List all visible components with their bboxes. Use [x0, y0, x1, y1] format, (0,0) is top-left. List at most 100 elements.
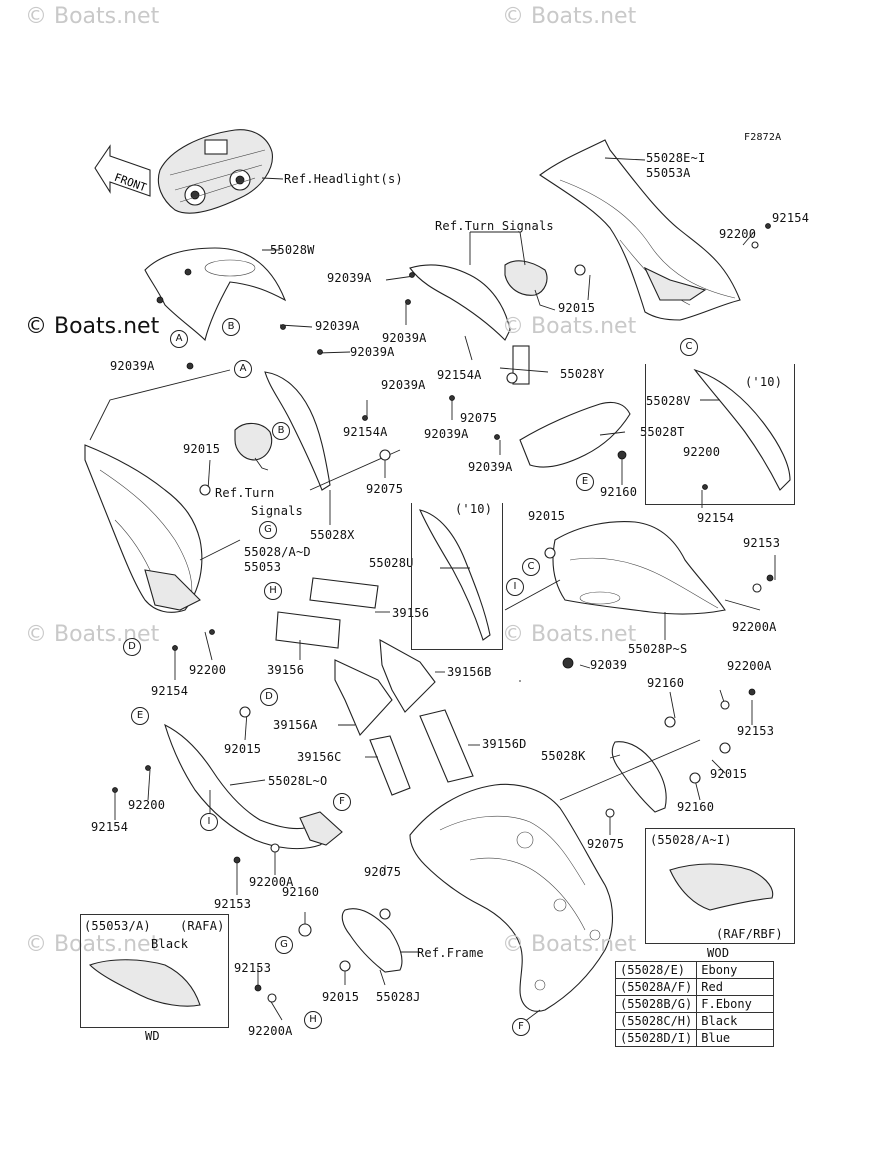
callout: 55028K: [541, 749, 586, 763]
leader-lines: [89, 157, 776, 1026]
callout: 55028T: [640, 425, 685, 439]
callout: 92039A: [350, 345, 395, 359]
callout: 92160: [600, 485, 638, 499]
callout: 55053: [244, 560, 282, 574]
callout: WOD: [707, 946, 730, 960]
ref-circle: A: [170, 330, 188, 348]
ref-circle: G: [259, 521, 277, 539]
callout: 92039A: [315, 319, 360, 333]
legend-code: (55028C/H): [614, 1012, 698, 1030]
legend-color: Ebony: [696, 961, 775, 979]
table-row: (55028B/G)F.Ebony: [614, 995, 775, 1013]
callout: 92039: [590, 658, 628, 672]
callout: WD: [145, 1029, 160, 1043]
ref-circle: I: [506, 578, 524, 596]
callout: 39156: [267, 663, 305, 677]
callout: 39156C: [297, 750, 342, 764]
part-55028A-D: [84, 444, 203, 613]
callout: 92039A: [110, 359, 155, 373]
callout: 92015: [322, 990, 360, 1004]
callout: 92154: [697, 511, 735, 525]
callout: 55028L~O: [268, 774, 328, 788]
callout: 92153: [234, 961, 272, 975]
legend-color: Blue: [696, 1029, 775, 1047]
callout: 92200A: [727, 659, 772, 673]
callout: 92200: [128, 798, 166, 812]
callout: 55028P~S: [628, 642, 688, 656]
watermark: © Boats.net: [25, 314, 160, 339]
callout: 55028W: [270, 243, 315, 257]
callout: (RAF/RBF): [716, 927, 783, 941]
inset-box-55028U: [411, 503, 503, 650]
ref-circle: H: [264, 582, 282, 600]
callout: (55053/A): [84, 919, 151, 933]
foam-pads: [275, 577, 474, 796]
callout: 39156D: [482, 737, 527, 751]
callout: (RAFA): [180, 919, 225, 933]
callout: 92075: [364, 865, 402, 879]
table-row: (55028D/I)Blue: [614, 1029, 775, 1047]
callout: 55028U: [369, 556, 414, 570]
callout: 92154: [91, 820, 129, 834]
turn-signal-top: [504, 260, 556, 311]
fasteners: [112, 223, 774, 1003]
callout: ('10): [745, 375, 783, 389]
ref-circle: C: [522, 558, 540, 576]
part-55028U: [419, 509, 491, 641]
callout: 92200A: [732, 620, 777, 634]
callout: 55028V: [646, 394, 691, 408]
color-legend-table: (55028/E)Ebony (55028A/F)Red (55028B/G)F…: [614, 961, 775, 1047]
callout: 92039A: [327, 271, 372, 285]
callout: 92160: [677, 800, 715, 814]
table-row: (55028A/F)Red: [614, 978, 775, 996]
callout: 55028E~I: [646, 151, 706, 165]
ref-circle: H: [304, 1011, 322, 1029]
ref-circle: I: [200, 813, 218, 831]
watermark: © Boats.net: [502, 314, 637, 339]
callout: 92200A: [249, 875, 294, 889]
callout: Ref.Turn Signals: [435, 219, 554, 233]
ref-circle: G: [275, 936, 293, 954]
part-55028V: [693, 368, 791, 491]
callout: 92039A: [424, 427, 469, 441]
part-55028W: [144, 247, 287, 342]
callout: ('10): [455, 502, 493, 516]
watermark: © Boats.net: [502, 932, 637, 957]
part-55028X: [264, 371, 331, 491]
part-55028J: [341, 908, 403, 973]
inset-wod-part: [669, 863, 774, 911]
inset-box-RAFA: [80, 914, 229, 1028]
ref-circle: A: [234, 360, 252, 378]
ref-circle: E: [131, 707, 149, 725]
table-row: (55028/E)Ebony: [614, 961, 775, 979]
legend-code: (55028A/F): [614, 978, 698, 996]
callout: 92154: [151, 684, 189, 698]
front-arrow: FRONT: [94, 144, 151, 197]
callout: 92200: [719, 227, 757, 241]
watermark: © Boats.net: [25, 4, 160, 29]
callout: 92015: [528, 509, 566, 523]
callout: 39156: [392, 606, 430, 620]
part-55028Y: [409, 264, 530, 385]
callout: Signals: [251, 504, 303, 518]
ref-circle: D: [123, 638, 141, 656]
part-55028P-S: [552, 521, 726, 615]
callout: 92075: [460, 411, 498, 425]
part-55028K: [611, 741, 667, 813]
callout: 92039A: [381, 378, 426, 392]
callout: 92153: [743, 536, 781, 550]
callout: Ref.Frame: [417, 946, 484, 960]
callout: 55028Y: [560, 367, 605, 381]
table-row: (55028C/H)Black: [614, 1012, 775, 1030]
callout: 92154A: [437, 368, 482, 382]
callout: 92160: [647, 676, 685, 690]
ref-circle: B: [272, 422, 290, 440]
part-55028E-I: [539, 139, 741, 321]
legend-code: (55028B/G): [614, 995, 698, 1013]
callout: 92153: [214, 897, 252, 911]
callout: 92075: [366, 482, 404, 496]
callout: 92039A: [468, 460, 513, 474]
ref-circle: E: [576, 473, 594, 491]
callout: (55028/A~I): [650, 833, 732, 847]
